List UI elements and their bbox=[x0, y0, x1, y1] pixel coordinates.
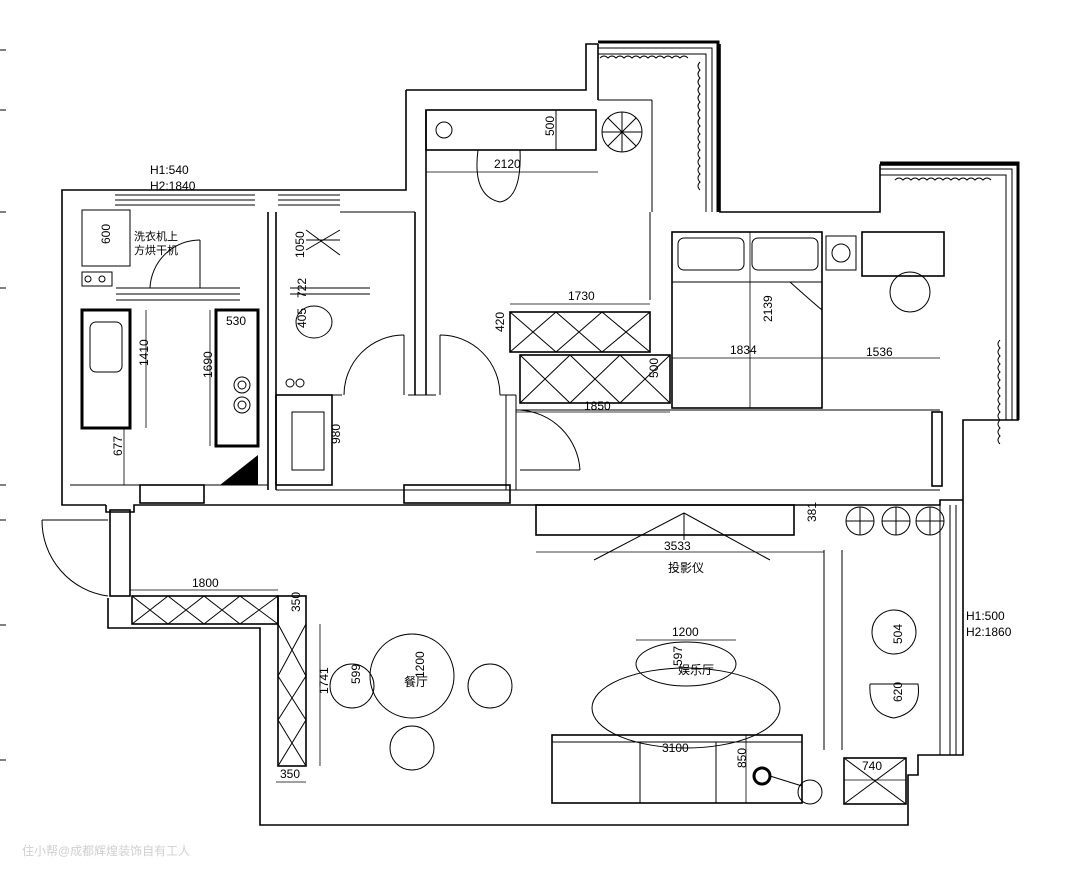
dim-980: 980 bbox=[329, 424, 343, 444]
dining-furniture bbox=[131, 595, 513, 771]
room-labels: H1:540 H2:1840 H1:500 H2:1860 洗衣机上 方烘干机 … bbox=[134, 163, 1012, 689]
height-top-h1: H1:540 bbox=[150, 163, 189, 177]
dim-3100: 3100 bbox=[662, 741, 689, 755]
dim-500b: 500 bbox=[647, 358, 661, 378]
dim-677: 677 bbox=[111, 436, 125, 456]
dim-420: 420 bbox=[493, 312, 507, 332]
edge-ticks bbox=[0, 49, 6, 761]
interior-walls bbox=[70, 110, 957, 755]
doors bbox=[41, 229, 581, 597]
dim-500: 500 bbox=[543, 116, 557, 136]
dim-722: 722 bbox=[295, 278, 309, 298]
entertainment-furniture bbox=[551, 641, 823, 805]
dim-1850: 1850 bbox=[584, 399, 611, 413]
dining-label: 餐厅 bbox=[404, 674, 428, 689]
height-right-h1: H1:500 bbox=[966, 609, 1005, 623]
laundry-label-line1: 洗衣机上 bbox=[134, 229, 178, 243]
dim-599: 599 bbox=[349, 664, 363, 684]
dim-600: 600 bbox=[99, 224, 113, 244]
dim-850: 850 bbox=[735, 748, 749, 768]
watermark: 住小帮@成都辉煌装饰自有工人 bbox=[22, 844, 191, 858]
balcony-lounge bbox=[843, 609, 919, 805]
dim-350b: 350 bbox=[280, 767, 300, 781]
dim-504: 504 bbox=[891, 624, 905, 644]
dim-620: 620 bbox=[891, 682, 905, 702]
dim-405: 405 bbox=[295, 308, 309, 328]
entertainment-label: 娱乐厅 bbox=[678, 663, 714, 677]
dim-1800: 1800 bbox=[192, 576, 219, 590]
dim-381: 381 bbox=[805, 502, 819, 522]
dim-1200a: 1200 bbox=[413, 651, 427, 678]
dim-2139: 2139 bbox=[761, 295, 775, 322]
dim-2120: 2120 bbox=[494, 157, 521, 171]
dim-350a: 350 bbox=[289, 592, 303, 612]
dimension-labels: 500 2120 600 1050 405 722 530 1410 1690 … bbox=[99, 116, 905, 781]
dim-1690: 1690 bbox=[201, 351, 215, 378]
dim-740: 740 bbox=[862, 759, 882, 773]
dim-597: 597 bbox=[671, 646, 685, 666]
height-top-h2: H2:1840 bbox=[150, 179, 196, 193]
height-right-h2: H2:1860 bbox=[966, 625, 1012, 639]
dim-1410: 1410 bbox=[137, 339, 151, 366]
dim-1200b: 1200 bbox=[672, 625, 699, 639]
dim-1050: 1050 bbox=[293, 231, 307, 258]
bathroom bbox=[291, 305, 333, 471]
bedroom bbox=[425, 109, 945, 409]
dim-530: 530 bbox=[226, 314, 246, 328]
outer-walls bbox=[61, 43, 1019, 826]
plant-icon bbox=[601, 111, 945, 536]
balcony-rail-right bbox=[880, 161, 1020, 420]
balcony-rail-top bbox=[598, 40, 720, 212]
dim-1741: 1741 bbox=[317, 667, 331, 694]
dim-1536: 1536 bbox=[866, 345, 893, 359]
kitchen bbox=[80, 209, 305, 485]
projector-label: 投影仪 bbox=[668, 560, 704, 575]
dim-1730: 1730 bbox=[568, 289, 595, 303]
dim-3533: 3533 bbox=[664, 539, 691, 553]
dim-1834: 1834 bbox=[730, 343, 757, 357]
dimension-lines bbox=[123, 171, 940, 803]
curtain-icon bbox=[599, 55, 1001, 445]
laundry-label-line2: 方烘干机 bbox=[134, 243, 178, 257]
